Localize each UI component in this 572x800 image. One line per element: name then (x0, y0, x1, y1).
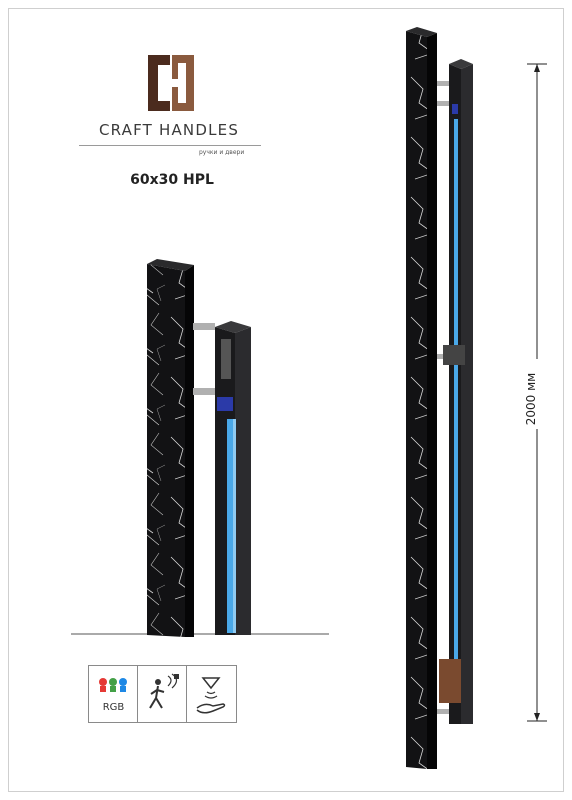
rgb-feature: RGB (88, 665, 139, 723)
closeup-handle (147, 259, 251, 637)
brand-tagline: ручки и двери (199, 149, 245, 156)
full-handle (406, 27, 473, 769)
length-dimension: 2000 мм (524, 372, 538, 426)
motion-sensor-icon (149, 673, 179, 709)
brand-divider (79, 145, 261, 146)
motion-sensor-feature (137, 665, 188, 723)
feature-icons: RGB (88, 665, 237, 723)
product-illustration (71, 27, 547, 769)
rgb-led-icon (99, 678, 127, 692)
rgb-label: RGB (102, 702, 125, 713)
model-title: 60x30 HPL (130, 172, 214, 188)
brand-name: CRAFT HANDLES (98, 121, 240, 139)
touchless-feature (186, 665, 237, 723)
dimension-marker (527, 63, 547, 722)
spec-sheet: CRAFT HANDLES ручки и двери 60x30 HPL (8, 8, 564, 792)
touchless-sensor-icon (196, 677, 226, 714)
craft-handles-logo (148, 55, 194, 111)
